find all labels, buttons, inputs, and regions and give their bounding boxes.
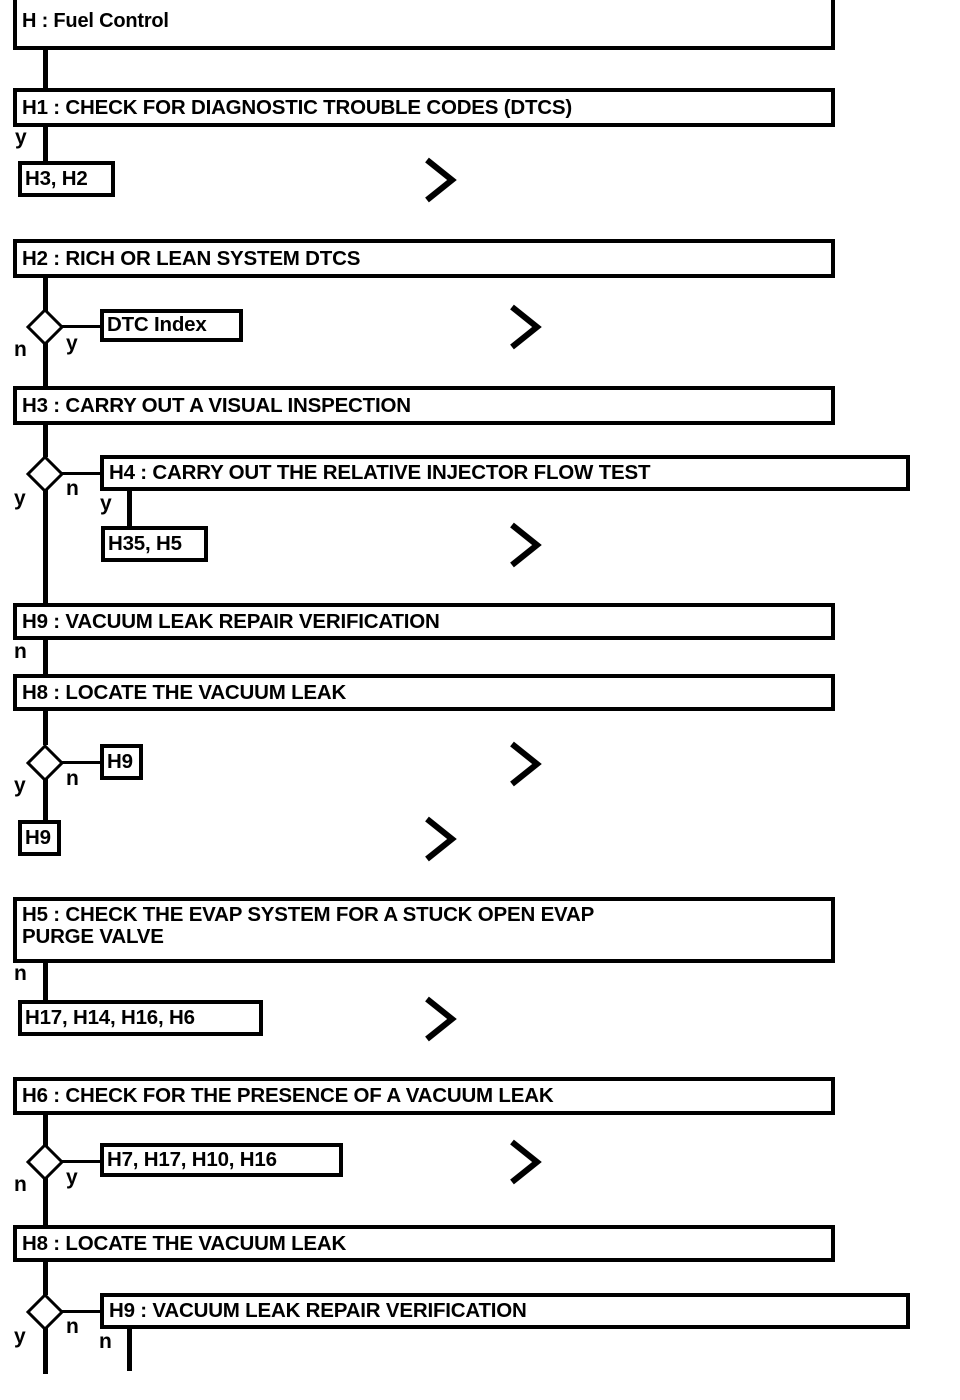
node-h8-upper[interactable]: H8 : LOCATE THE VACUUM LEAK xyxy=(13,674,835,711)
connector-h8-lower-no-to-h9-lower xyxy=(61,1310,103,1313)
ref-box-h17-group[interactable]: H17, H14, H16, H6 xyxy=(18,1000,263,1036)
ref-box-h9-b[interactable]: H9 xyxy=(18,820,61,856)
branch-label-h9-lower-n: n xyxy=(99,1330,112,1353)
decision-diamond-h8-upper[interactable] xyxy=(25,743,65,783)
node-h3[interactable]: H3 : CARRY OUT A VISUAL INSPECTION xyxy=(13,386,835,425)
connector-h9-upper-to-h8-upper xyxy=(43,638,48,677)
node-h1-label: H1 : CHECK FOR DIAGNOSTIC TROUBLE CODES … xyxy=(22,95,572,119)
node-h9-lower-label: H9 : VACUUM LEAK REPAIR VERIFICATION xyxy=(109,1299,527,1323)
ref-box-h3-h2[interactable]: H3, H2 xyxy=(18,161,115,197)
ref-box-dtc-index[interactable]: DTC Index xyxy=(100,309,243,342)
node-h8-upper-label: H8 : LOCATE THE VACUUM LEAK xyxy=(22,680,347,704)
branch-label-h5-n: n xyxy=(14,962,27,985)
branch-label-h3-n: n xyxy=(66,477,79,500)
node-h3-label: H3 : CARRY OUT A VISUAL INSPECTION xyxy=(22,393,411,417)
branch-label-h1-y: y xyxy=(15,126,27,149)
node-h1[interactable]: H1 : CHECK FOR DIAGNOSTIC TROUBLE CODES … xyxy=(13,88,835,127)
node-h5[interactable]: H5 : CHECK THE EVAP SYSTEM FOR A STUCK O… xyxy=(13,897,835,963)
decision-diamond-h3[interactable] xyxy=(25,454,65,494)
chevron-right-icon-1 xyxy=(424,156,458,204)
node-h6[interactable]: H6 : CHECK FOR THE PRESENCE OF A VACUUM … xyxy=(13,1077,835,1115)
decision-diamond-h8-lower[interactable] xyxy=(25,1292,65,1332)
connector-h8-lower-to-decision xyxy=(43,1260,48,1295)
decision-diamond-h6[interactable] xyxy=(25,1142,65,1182)
connector-h8-upper-yes-to-ref-h9 xyxy=(43,776,48,821)
ref-box-h9-a-label: H9 xyxy=(107,749,133,773)
connector-h8-upper-to-decision xyxy=(43,709,48,745)
connector-h2-yes-to-dtc-index xyxy=(61,325,103,328)
branch-label-h8-lower-n: n xyxy=(66,1315,79,1338)
branch-label-h6-y: y xyxy=(66,1166,78,1189)
node-h9-upper-label: H9 : VACUUM LEAK REPAIR VERIFICATION xyxy=(22,609,440,633)
branch-label-h8-upper-n: n xyxy=(66,767,79,790)
branch-label-h9-upper-n: n xyxy=(14,640,27,663)
chevron-right-icon-5 xyxy=(424,815,458,863)
node-h5-label: H5 : CHECK THE EVAP SYSTEM FOR A STUCK O… xyxy=(22,903,595,948)
connector-h4-to-ref-h35h5 xyxy=(127,489,132,528)
connector-h-to-h1 xyxy=(43,48,48,90)
ref-box-h7-group-label: H7, H17, H10, H16 xyxy=(107,1147,277,1171)
branch-label-h2-y: y xyxy=(66,332,78,355)
node-h9-lower[interactable]: H9 : VACUUM LEAK REPAIR VERIFICATION xyxy=(100,1293,910,1329)
node-h8-lower[interactable]: H8 : LOCATE THE VACUUM LEAK xyxy=(13,1225,835,1262)
ref-box-h9-b-label: H9 xyxy=(25,825,51,849)
connector-h6-to-decision xyxy=(43,1113,48,1146)
node-h2-label: H2 : RICH OR LEAN SYSTEM DTCS xyxy=(22,246,361,270)
node-h2[interactable]: H2 : RICH OR LEAN SYSTEM DTCS xyxy=(13,239,835,278)
chevron-right-icon-2 xyxy=(509,303,543,351)
node-h8-lower-label: H8 : LOCATE THE VACUUM LEAK xyxy=(22,1231,347,1255)
ref-box-h9-a[interactable]: H9 xyxy=(100,744,143,780)
node-h-fuel-control[interactable]: H : Fuel Control xyxy=(13,0,835,50)
branch-label-h2-n: n xyxy=(14,338,27,361)
node-h4[interactable]: H4 : CARRY OUT THE RELATIVE INJECTOR FLO… xyxy=(100,455,910,491)
ref-box-h3-h2-label: H3, H2 xyxy=(25,166,88,190)
chevron-right-icon-4 xyxy=(509,740,543,788)
connector-h3-yes-to-h9 xyxy=(43,487,48,605)
branch-label-h8-lower-y: y xyxy=(14,1325,26,1348)
connector-h6-no-to-h8-lower xyxy=(43,1176,48,1226)
chevron-right-icon-6 xyxy=(424,995,458,1043)
branch-label-h4-y: y xyxy=(100,492,112,515)
connector-h9-lower-continues xyxy=(127,1327,132,1371)
node-h9-upper[interactable]: H9 : VACUUM LEAK REPAIR VERIFICATION xyxy=(13,603,835,640)
connector-h1-to-ref-h3h2 xyxy=(43,125,48,163)
branch-label-h8-upper-y: y xyxy=(14,774,26,797)
node-h4-label: H4 : CARRY OUT THE RELATIVE INJECTOR FLO… xyxy=(109,461,651,485)
decision-diamond-h2[interactable] xyxy=(25,307,65,347)
ref-box-h35-h5-label: H35, H5 xyxy=(108,531,182,555)
ref-box-h17-group-label: H17, H14, H16, H6 xyxy=(25,1005,195,1029)
connector-h2-no-to-h3 xyxy=(43,340,48,388)
connector-h5-to-ref-h17-group xyxy=(43,961,48,1003)
connector-h6-yes-to-ref-h7-group xyxy=(61,1160,103,1163)
connector-h3-to-decision xyxy=(43,423,48,457)
connector-h8-upper-no-to-ref-h9 xyxy=(61,761,103,764)
branch-label-h6-n: n xyxy=(14,1173,27,1196)
chevron-right-icon-3 xyxy=(509,521,543,569)
connector-h3-no-to-h4 xyxy=(61,472,103,475)
ref-box-h35-h5[interactable]: H35, H5 xyxy=(101,526,208,562)
connector-h8-lower-yes-continues xyxy=(43,1325,48,1374)
ref-box-h7-group[interactable]: H7, H17, H10, H16 xyxy=(100,1143,343,1177)
node-h-fuel-control-label: H : Fuel Control xyxy=(22,9,169,32)
connector-h2-to-decision xyxy=(43,276,48,312)
branch-label-h3-y: y xyxy=(14,487,26,510)
chevron-right-icon-7 xyxy=(509,1138,543,1186)
ref-box-dtc-index-label: DTC Index xyxy=(107,313,207,337)
node-h6-label: H6 : CHECK FOR THE PRESENCE OF A VACUUM … xyxy=(22,1084,554,1108)
